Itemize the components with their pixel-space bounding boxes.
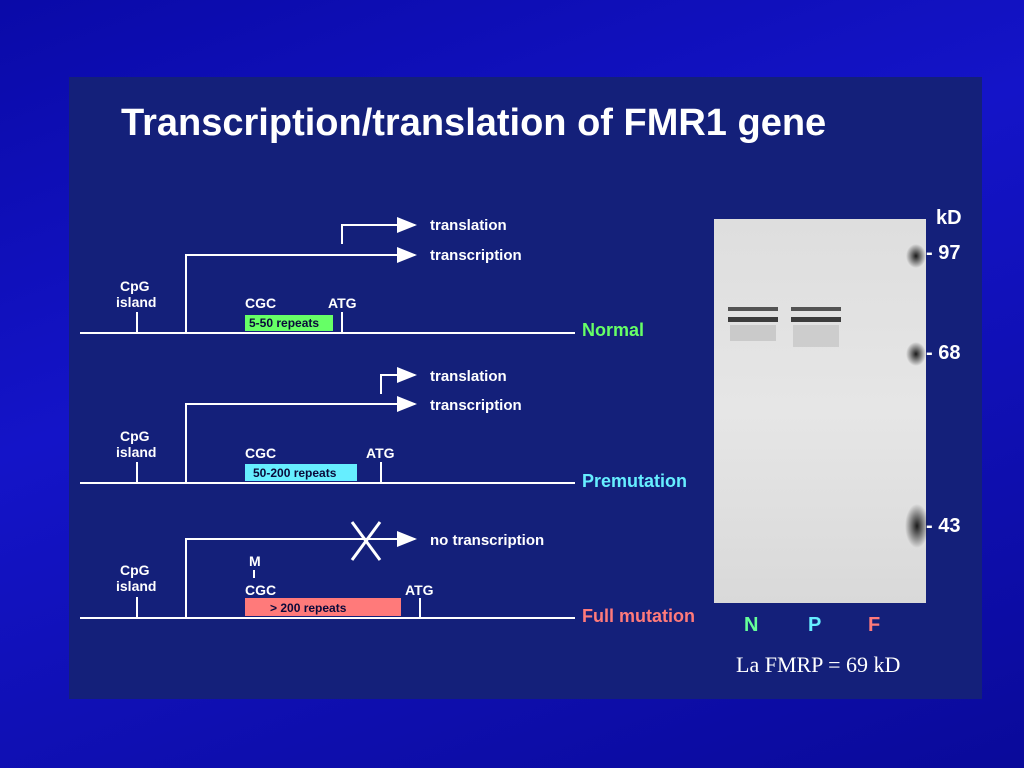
repeat-box-full-mutation xyxy=(245,598,401,616)
marker-spot-97 xyxy=(906,244,926,268)
cpg-label-line1: CpG xyxy=(120,428,150,444)
translation-arrow xyxy=(380,367,417,394)
repeat-label: 50-200 repeats xyxy=(253,466,337,480)
cgc-label: CGC xyxy=(245,295,276,311)
state-label-premutation: Premutation xyxy=(582,471,687,491)
atg-label: ATG xyxy=(405,582,434,598)
band-n-smear xyxy=(730,325,776,341)
lane-label-p: P xyxy=(808,614,821,636)
slide-title: Transcription/translation of FMR1 gene xyxy=(121,102,827,144)
lane-label-n: N xyxy=(744,614,758,636)
row-normal: CpG island translation transcription CGC… xyxy=(80,217,644,340)
repeat-box-premutation xyxy=(245,464,357,481)
row-premutation: CpG island translation transcription CGC… xyxy=(80,367,687,491)
cgc-label: CGC xyxy=(245,582,276,598)
marker-label-43: - 43 xyxy=(926,515,960,537)
cpg-label-line2: island xyxy=(116,294,156,310)
atg-label: ATG xyxy=(366,445,395,461)
cpg-label-line1: CpG xyxy=(120,562,150,578)
atg-label: ATG xyxy=(328,295,357,311)
transcription-arrow xyxy=(185,396,417,483)
band-n-upper xyxy=(728,307,778,311)
cpg-label-line1: CpG xyxy=(120,278,150,294)
translation-arrow xyxy=(341,217,417,244)
lane-label-f: F xyxy=(868,614,880,636)
band-n-lower xyxy=(728,317,778,322)
transcription-arrow xyxy=(185,247,417,333)
block-x-mark xyxy=(350,521,382,561)
blocked-transcription-arrow xyxy=(185,531,417,618)
transcription-label: transcription xyxy=(430,397,522,414)
repeat-label: 5-50 repeats xyxy=(249,316,319,330)
methyl-label: M xyxy=(249,553,261,569)
western-blot-image xyxy=(714,219,926,603)
translation-label: translation xyxy=(430,368,507,385)
band-p-smear xyxy=(793,325,839,347)
repeat-box-normal xyxy=(245,315,333,331)
marker-label-97: - 97 xyxy=(926,242,960,264)
blot-bands xyxy=(728,244,929,548)
kd-unit-label: kD xyxy=(936,207,962,229)
state-label-full-mutation: Full mutation xyxy=(582,606,695,626)
marker-label-68: - 68 xyxy=(926,342,960,364)
marker-spot-43 xyxy=(905,504,929,548)
band-p-lower xyxy=(791,317,841,322)
row-full-mutation: CpG island no transcription M CGC ATG > … xyxy=(80,521,695,626)
marker-spot-68 xyxy=(906,342,926,366)
transcription-label: transcription xyxy=(430,247,522,264)
cgc-label: CGC xyxy=(245,445,276,461)
fmrp-caption: La FMRP = 69 kD xyxy=(736,652,901,677)
no-transcription-label: no transcription xyxy=(430,532,544,549)
cpg-label-line2: island xyxy=(116,444,156,460)
band-p-upper xyxy=(791,307,841,311)
translation-label: translation xyxy=(430,217,507,234)
repeat-label: > 200 repeats xyxy=(270,601,347,615)
state-label-normal: Normal xyxy=(582,320,644,340)
cpg-label-line2: island xyxy=(116,578,156,594)
